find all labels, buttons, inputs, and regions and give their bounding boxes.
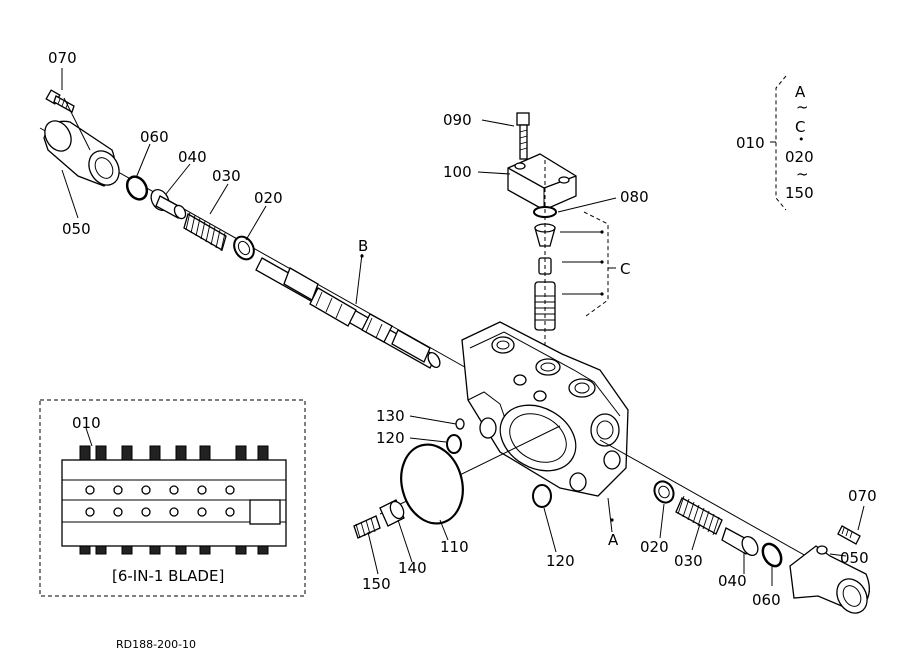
label-140: 140 xyxy=(398,559,427,577)
spring-cover-050-bottom xyxy=(789,545,870,614)
label-020-top: 020 xyxy=(254,189,283,207)
o-ring-130 xyxy=(455,418,465,430)
drawing-code: RD188-200-10 xyxy=(116,638,196,651)
o-ring-060-bottom xyxy=(761,542,783,568)
cover-plate-100 xyxy=(507,153,577,211)
inset-label-010: 010 xyxy=(72,414,101,432)
o-ring-060-top xyxy=(125,175,149,201)
spring-seat-040-top xyxy=(150,189,187,220)
spring-150 xyxy=(353,515,381,539)
spring-030-bottom xyxy=(675,495,723,536)
label-090: 090 xyxy=(443,111,472,129)
label-050-bottom: 050 xyxy=(840,549,869,567)
valve-body xyxy=(379,321,871,593)
inset-6-in-1-blade xyxy=(39,399,306,597)
bracket-tilde-2: ~ xyxy=(796,165,809,183)
label-040-top: 040 xyxy=(178,148,207,166)
bolt-070-bottom xyxy=(837,525,861,545)
label-010: 010 xyxy=(736,134,765,152)
label-080: 080 xyxy=(620,188,649,206)
assembly-bracket xyxy=(770,75,787,211)
top-parts xyxy=(507,112,616,360)
bracket-dot: • xyxy=(798,133,805,146)
bolt-090 xyxy=(516,112,530,160)
bracket-150: 150 xyxy=(785,184,814,202)
label-c: C xyxy=(620,260,630,278)
bracket-a: A xyxy=(795,83,806,101)
label-070-bottom: 070 xyxy=(848,487,877,505)
spool-assembly-lower xyxy=(653,480,870,614)
label-120-left: 120 xyxy=(376,429,405,447)
inset-sections xyxy=(79,445,281,555)
spring-seat-040-bottom xyxy=(721,527,759,556)
label-100: 100 xyxy=(443,163,472,181)
label-130: 130 xyxy=(376,407,405,425)
spool xyxy=(255,257,441,369)
label-a: A xyxy=(608,531,619,549)
label-040-bottom: 040 xyxy=(718,572,747,590)
label-030-top: 030 xyxy=(212,167,241,185)
bracket-c: C xyxy=(795,118,805,136)
bracket-tilde-1: ~ xyxy=(796,98,809,116)
check-valve-parts-c xyxy=(534,160,616,360)
o-ring-120-bottom xyxy=(532,484,552,508)
labels: 070 060 040 030 020 050 B 090 100 080 C … xyxy=(48,49,877,651)
plug-140 xyxy=(379,499,405,527)
seal-020-top xyxy=(233,235,255,261)
spring-cover-050-top xyxy=(43,120,120,187)
label-050-top: 050 xyxy=(62,220,91,238)
label-030-bottom: 030 xyxy=(674,552,703,570)
seal-020-bottom xyxy=(653,480,675,504)
bracket-020: 020 xyxy=(785,148,814,166)
spool-assembly-upper xyxy=(39,89,471,371)
inset-caption: [6-IN-1 BLADE] xyxy=(112,567,224,585)
label-060-top: 060 xyxy=(140,128,169,146)
spring-030-top xyxy=(183,211,227,252)
label-110: 110 xyxy=(440,538,469,556)
label-060-bottom: 060 xyxy=(752,591,781,609)
label-b: B xyxy=(358,237,368,255)
leader-lines xyxy=(61,68,865,586)
o-ring-110 xyxy=(400,443,464,525)
o-ring-120-left xyxy=(446,434,462,454)
label-070-top: 070 xyxy=(48,49,77,67)
label-120-bottom: 120 xyxy=(546,552,575,570)
label-150: 150 xyxy=(362,575,391,593)
label-020-bottom: 020 xyxy=(640,538,669,556)
